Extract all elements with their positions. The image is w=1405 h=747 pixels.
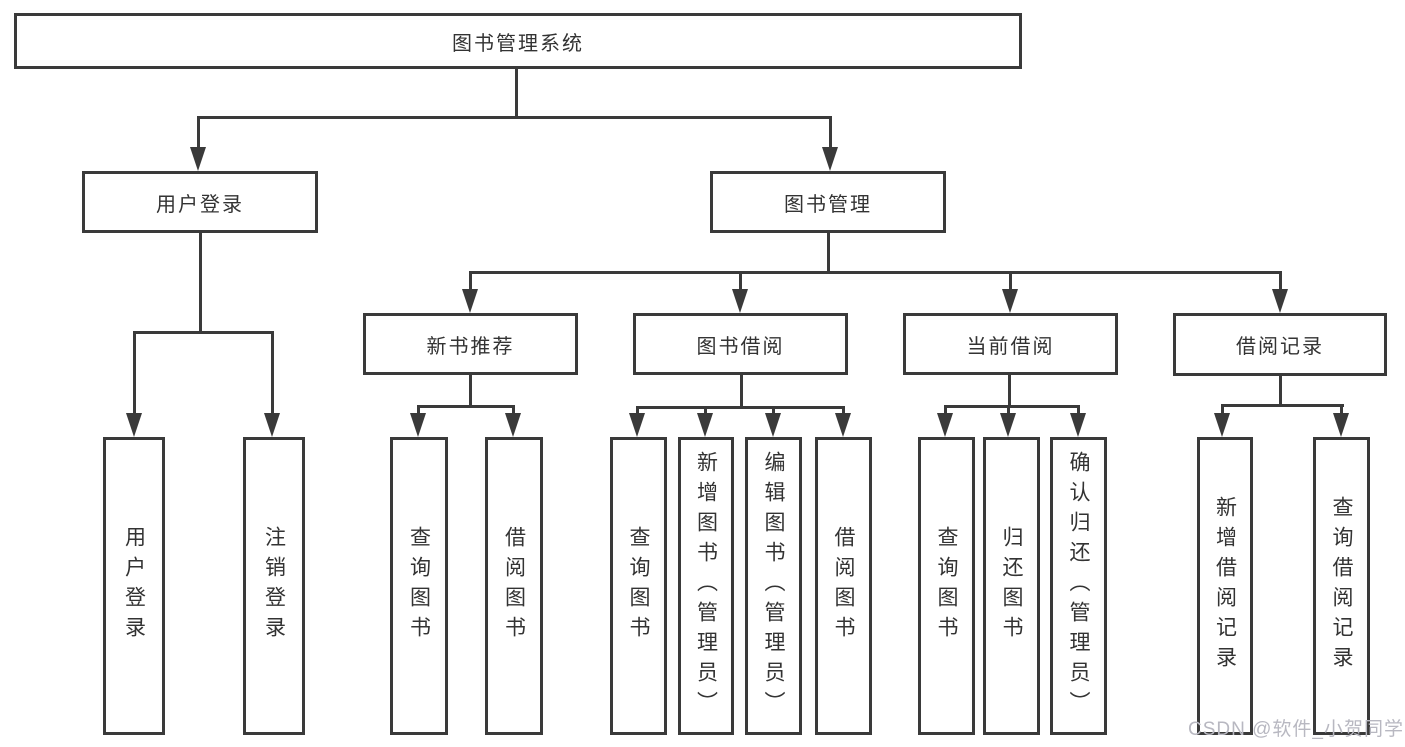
connector-line	[772, 406, 775, 413]
connector-line	[842, 406, 845, 413]
node-current-borrow-label: 当前借阅	[966, 335, 1055, 358]
leaf-recommend-query-book-label: 查询图书	[407, 526, 431, 646]
connector-line	[829, 116, 832, 149]
node-book-borrow-label: 图书借阅	[696, 335, 785, 358]
connector-line	[271, 331, 274, 413]
connector-line	[197, 116, 200, 149]
node-book-management-label: 图书管理	[784, 193, 872, 216]
node-current-borrow: 当前借阅	[903, 313, 1118, 375]
connector-line	[704, 406, 707, 413]
connector-line	[636, 406, 845, 409]
connector-line	[469, 375, 472, 407]
leaf-current-query-book-label: 查询图书	[935, 526, 958, 646]
leaf-borrow-edit-book-admin: 编辑图书（管理员）	[745, 437, 802, 735]
arrow-down-icon	[822, 147, 838, 171]
connector-line	[197, 116, 832, 119]
arrow-down-icon	[1272, 289, 1288, 313]
arrow-down-icon	[410, 413, 426, 437]
connector-line	[1221, 404, 1344, 407]
leaf-current-return-book: 归还图书	[983, 437, 1040, 735]
csdn-watermark: CSDN @软件_小贺同学	[1188, 719, 1404, 740]
connector-line	[1279, 376, 1282, 406]
connector-line	[469, 271, 1282, 274]
arrow-down-icon	[1000, 413, 1016, 437]
leaf-current-return-book-label: 归还图书	[1000, 526, 1023, 646]
leaf-recommend-query-book: 查询图书	[390, 437, 448, 735]
leaf-logout: 注销登录	[243, 437, 305, 735]
node-book-management: 图书管理	[710, 171, 946, 233]
node-new-book-recommend-label: 新书推荐	[426, 335, 515, 358]
leaf-borrow-query-book-label: 查询图书	[627, 526, 650, 646]
arrow-down-icon	[765, 413, 781, 437]
connector-line	[199, 233, 202, 333]
arrow-down-icon	[1214, 413, 1230, 437]
leaf-user-login-label: 用户登录	[122, 526, 146, 646]
node-root-label: 图书管理系统	[452, 32, 584, 55]
arrow-down-icon	[835, 413, 851, 437]
node-borrow-records-label: 借阅记录	[1236, 336, 1324, 358]
connector-line	[417, 405, 420, 413]
leaf-borrow-edit-book-admin-label: 编辑图书（管理员）	[762, 451, 785, 721]
leaf-borrow-borrow-book: 借阅图书	[815, 437, 872, 735]
leaf-borrow-add-book-admin: 新增图书（管理员）	[678, 437, 734, 735]
node-root: 图书管理系统	[14, 13, 1022, 69]
connector-line	[417, 405, 515, 408]
connector-line	[1279, 271, 1282, 291]
leaf-logout-label: 注销登录	[262, 526, 286, 646]
connector-line	[740, 375, 743, 408]
leaf-current-confirm-return-admin-label: 确认归还（管理员）	[1067, 451, 1090, 721]
node-borrow-records: 借阅记录	[1173, 313, 1387, 376]
leaf-user-login: 用户登录	[103, 437, 165, 735]
leaf-borrow-add-book-admin-label: 新增图书（管理员）	[694, 451, 718, 721]
connector-line	[827, 233, 830, 273]
arrow-down-icon	[629, 413, 645, 437]
connector-line	[944, 405, 947, 413]
arrow-down-icon	[732, 289, 748, 313]
connector-line	[133, 331, 136, 413]
leaf-records-add-record: 新增借阅记录	[1197, 437, 1253, 735]
arrow-down-icon	[190, 147, 206, 171]
connector-line	[1007, 405, 1010, 413]
arrow-down-icon	[1333, 413, 1349, 437]
arrow-down-icon	[937, 413, 953, 437]
arrow-down-icon	[1002, 289, 1018, 313]
leaf-recommend-borrow-book-label: 借阅图书	[502, 526, 526, 646]
leaf-current-query-book: 查询图书	[918, 437, 975, 735]
connector-line	[739, 271, 742, 291]
node-user-login-label: 用户登录	[156, 193, 244, 216]
leaf-borrow-query-book: 查询图书	[610, 437, 667, 735]
connector-line	[515, 69, 518, 118]
leaf-borrow-borrow-book-label: 借阅图书	[832, 526, 855, 646]
leaf-records-add-record-label: 新增借阅记录	[1213, 496, 1237, 676]
arrow-down-icon	[462, 289, 478, 313]
arrow-down-icon	[264, 413, 280, 437]
connector-line	[1340, 404, 1343, 413]
connector-line	[1077, 405, 1080, 413]
leaf-recommend-borrow-book: 借阅图书	[485, 437, 543, 735]
arrow-down-icon	[126, 413, 142, 437]
node-new-book-recommend: 新书推荐	[363, 313, 578, 375]
connector-line	[1008, 375, 1011, 407]
arrow-down-icon	[1070, 413, 1086, 437]
leaf-records-query-record-label: 查询借阅记录	[1330, 496, 1353, 676]
connector-line	[1009, 271, 1012, 291]
leaf-current-confirm-return-admin: 确认归还（管理员）	[1050, 437, 1107, 735]
connector-line	[944, 405, 1080, 408]
arrow-down-icon	[697, 413, 713, 437]
node-book-borrow: 图书借阅	[633, 313, 848, 375]
connector-line	[512, 405, 515, 413]
node-user-login: 用户登录	[82, 171, 318, 233]
connector-line	[469, 271, 472, 291]
connector-line	[133, 331, 274, 334]
leaf-records-query-record: 查询借阅记录	[1313, 437, 1370, 735]
connector-line	[636, 406, 639, 413]
connector-line	[1221, 404, 1224, 413]
arrow-down-icon	[505, 413, 521, 437]
